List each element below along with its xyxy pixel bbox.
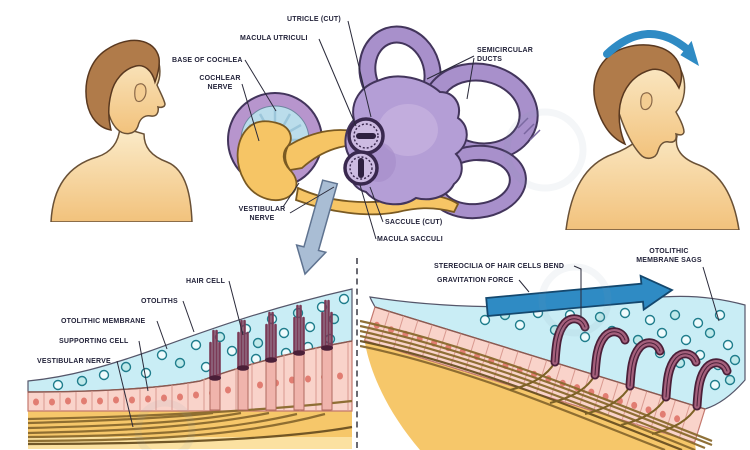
- label-macula-sacculi: MACULA SACCULI: [377, 236, 443, 243]
- upright-head-figure: [50, 39, 193, 222]
- upright-head-torso: [50, 126, 193, 222]
- macula-tilted-panel: [360, 274, 746, 450]
- label-vestibular-nerve-left: VESTIBULAR NERVE: [37, 358, 111, 365]
- stereocilia-hooks: [550, 314, 732, 411]
- label-saccule-cut: SACCULE (CUT): [385, 219, 443, 226]
- cuticular-plates: [209, 345, 333, 381]
- upright-head-ear: [134, 83, 147, 103]
- panel-divider: [356, 258, 358, 448]
- label-semicircular-ducts: SEMICIRCULAR DUCTS: [477, 47, 534, 64]
- hair-cells-upright: [209, 299, 333, 411]
- label-stereocilia-bend: STEREOCILIA OF HAIR CELLS BEND: [434, 263, 565, 270]
- saccule-cut-section: [343, 150, 379, 186]
- label-vestibular-nerve-ear: VESTIBULAR NERVE: [238, 206, 286, 223]
- tilted-head-figure: [565, 44, 740, 230]
- stereocilia-bundles: [209, 299, 333, 379]
- inner-ear-diagram: [227, 25, 541, 220]
- label-supporting-cell: SUPPORTING CELL: [59, 338, 129, 345]
- label-macula-utriculi: MACULA UTRICULI: [240, 35, 308, 42]
- label-gravitation-force: GRAVITATION FORCE: [437, 277, 514, 284]
- duct-stripes: [517, 117, 541, 141]
- vestibular-nerve-fibers: [360, 319, 713, 450]
- label-base-of-cochlea: BASE OF COCHLEA: [172, 57, 243, 64]
- label-utricle-cut: UTRICLE (CUT): [287, 16, 341, 23]
- label-hair-cell: HAIR CELL: [186, 278, 226, 285]
- upright-head-hair: [85, 39, 160, 131]
- label-otoliths: OTOLITHS: [141, 298, 178, 305]
- tilted-head-ear: [640, 92, 653, 111]
- hair-cells-bent: [509, 314, 732, 435]
- macula-upright-panel: [27, 288, 353, 449]
- label-cochlear-nerve: COCHLEAR NERVE: [199, 75, 241, 92]
- label-otolithic-membrane-sags: OTOLITHIC MEMBRANE SAGS: [636, 248, 702, 265]
- vestibular-nerve-fibers: [27, 399, 353, 446]
- utricle-cut-section: [347, 117, 385, 155]
- label-otolithic-membrane: OTOLITHIC MEMBRANE: [61, 318, 146, 325]
